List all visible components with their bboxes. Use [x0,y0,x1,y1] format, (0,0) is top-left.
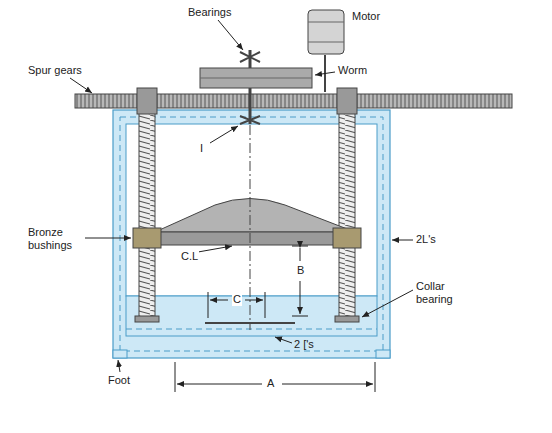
part-label: Collar bearing [416,280,466,305]
dimension-label: A [266,377,275,390]
part-label: Worm [338,64,367,77]
part-label: Motor [352,10,380,23]
member-label: 2 ['s [294,338,314,351]
dimension-label: B [296,264,305,277]
part-label: Bronze bushings [28,226,84,251]
centerline-label: C.L [180,250,199,263]
part-label: Bearings [188,6,231,19]
part-label: Foot [108,374,130,387]
member-label: I [200,142,203,155]
dimension-label: C [232,293,242,306]
member-label: 2L's [416,233,436,246]
part-label: Spur gears [28,64,82,77]
